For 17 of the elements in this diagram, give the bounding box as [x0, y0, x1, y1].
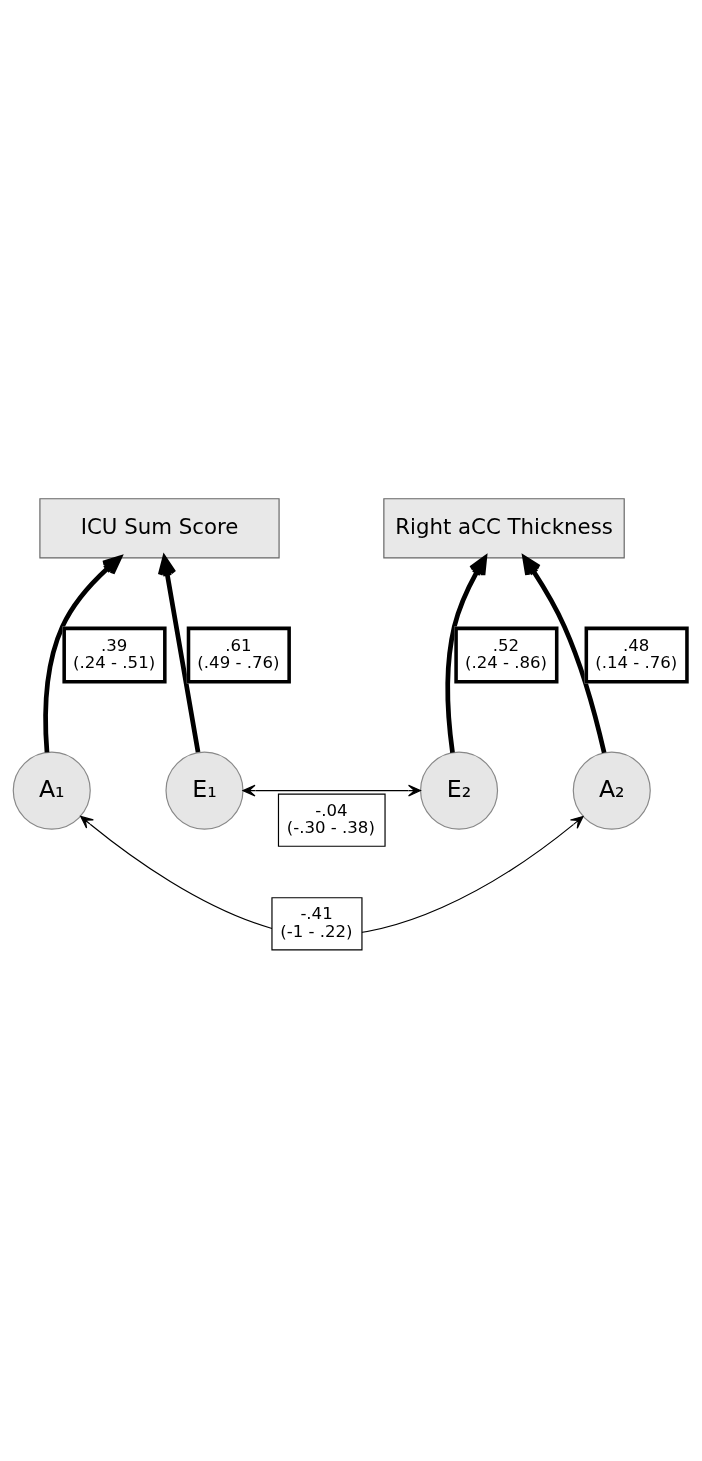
arrow	[445, 555, 488, 753]
edge-label: .48 (.14 - .76)	[595, 635, 678, 673]
arrow	[522, 555, 607, 754]
arrow	[242, 784, 421, 797]
arrow	[157, 555, 201, 753]
node-circle: A₁	[12, 751, 91, 830]
node-circle: A₂	[572, 751, 651, 830]
edge-label: .61 (.49 - .76)	[197, 635, 280, 673]
node-box: Right aCC Thickness	[383, 498, 625, 559]
arrow	[43, 555, 122, 753]
edge-label: .39 (.24 - .51)	[73, 635, 156, 673]
edge-label: .52 (.24 - .86)	[464, 635, 548, 673]
node-circle: E₁	[165, 751, 244, 830]
edge-label: -.41 (-1 - .22)	[280, 904, 353, 942]
node-box: ICU Sum Score	[39, 498, 280, 559]
node-circle: E₂	[419, 751, 499, 830]
edge-label: -.04 (-.30 - .38)	[286, 800, 375, 838]
